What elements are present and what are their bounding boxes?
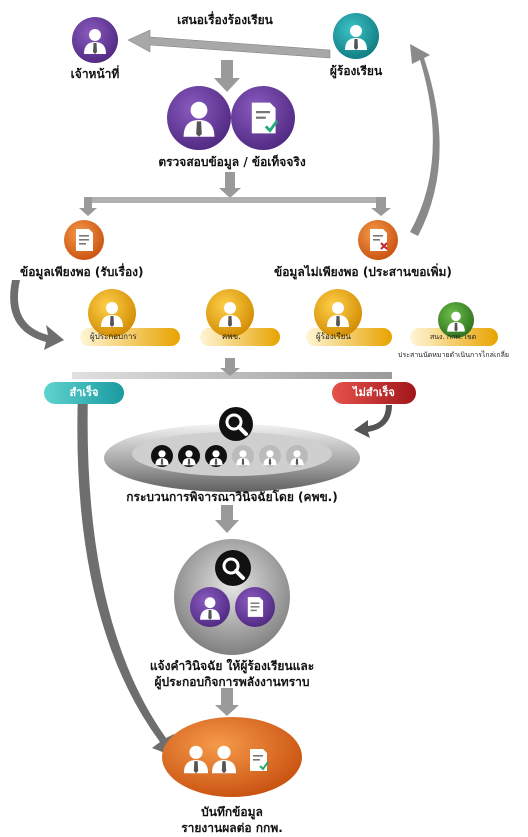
coordinate-note: ประสานนัดหมายดำเนินการไกล่เกลี่ย xyxy=(398,351,509,359)
arrow-failure-process xyxy=(354,405,392,438)
roles-bar xyxy=(72,372,392,379)
arrow-back-to-complainant xyxy=(410,44,440,236)
submit-complaint-label: เสนอเรื่องร้องเรียน xyxy=(177,13,273,27)
record-ellipse xyxy=(162,717,302,797)
split-left-down xyxy=(79,197,97,216)
notify-label-line1: แจ้งคำวินิจฉัย ให้ผู้ร้องเรียนและ xyxy=(149,659,315,673)
record-label-line2: รายงานผลต่อ กกพ. xyxy=(181,821,283,835)
insufficient-label: ข้อมูลไม่เพียงพอ (ประสานขอเพิ่ม) xyxy=(274,265,452,279)
arrow-sufficient-to-roles xyxy=(10,280,64,350)
arrow-submit-body xyxy=(127,29,331,59)
split-right-down xyxy=(371,197,391,216)
complainant-tab-label: ผู้ร้องเรียน xyxy=(316,332,351,341)
complainant-label: ผู้ร้องเรียน xyxy=(329,64,383,78)
process-search-icon xyxy=(219,407,253,441)
officer-label: เจ้าหน้าที่ xyxy=(70,67,120,81)
verify-label: ตรวจสอบข้อมูล / ข้อเท็จจริง xyxy=(158,155,306,169)
success-pill: สำเร็จ xyxy=(44,382,124,404)
notify-search-icon xyxy=(215,550,251,586)
failure-pill: ไม่สำเร็จ xyxy=(332,382,416,404)
sufficient-label: ข้อมูลเพียงพอ (รับเรื่อง) xyxy=(20,265,144,279)
operator-tab-label: ผู้ประกอบการ xyxy=(90,332,137,341)
erc-tab-label: คพข. xyxy=(222,332,241,341)
arrow-notify-record xyxy=(215,688,239,716)
record-label-line1: บันทึกข้อมูล xyxy=(201,805,263,819)
split-bar xyxy=(84,197,386,203)
decision-process-label: กระบวนการพิจารณาวินิจฉัยโดย (คพข.) xyxy=(126,490,338,504)
arrow-roles-outcome xyxy=(220,358,240,376)
office-tab-label: สนง. กกพ. เขต xyxy=(430,333,477,341)
committee-members xyxy=(151,445,308,467)
arrow-verify-split xyxy=(219,172,241,198)
notify-label-line2: ผู้ประกอบกิจการพลังงานทราบ xyxy=(154,675,310,689)
arrow-process-notify xyxy=(215,505,239,533)
arrow-officer-verify xyxy=(214,60,240,92)
process-ellipse-inner xyxy=(132,432,332,476)
arrow-success-record xyxy=(77,392,178,758)
